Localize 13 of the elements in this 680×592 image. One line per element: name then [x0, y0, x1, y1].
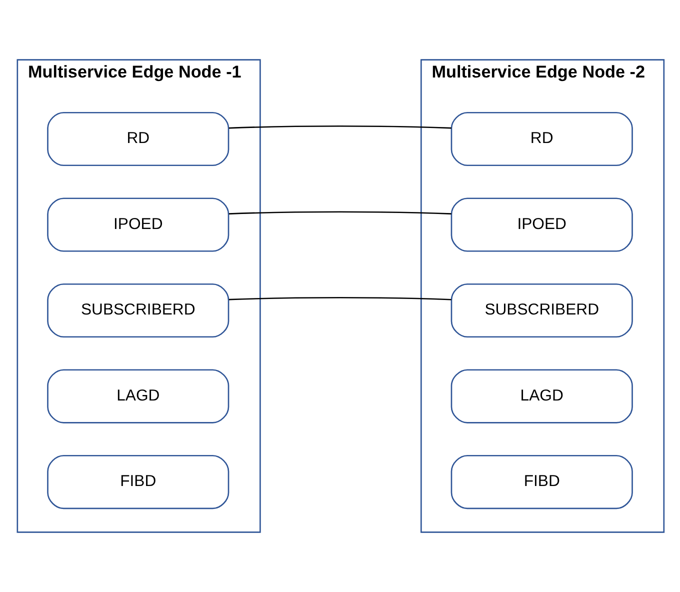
node-box: RD [47, 112, 230, 166]
node-box: LAGD [47, 369, 230, 424]
node-box: FIBD [47, 454, 230, 510]
node-box: RD [450, 112, 633, 166]
node-box: LAGD [450, 369, 633, 424]
connector [228, 297, 452, 300]
node-box: IPOED [450, 198, 633, 252]
connector [228, 211, 452, 214]
node-box: SUBSCRIBERD [450, 283, 633, 338]
node-box: IPOED [47, 198, 230, 252]
node-box: FIBD [450, 454, 633, 510]
node-box: SUBSCRIBERD [47, 283, 230, 338]
connector [228, 125, 452, 129]
